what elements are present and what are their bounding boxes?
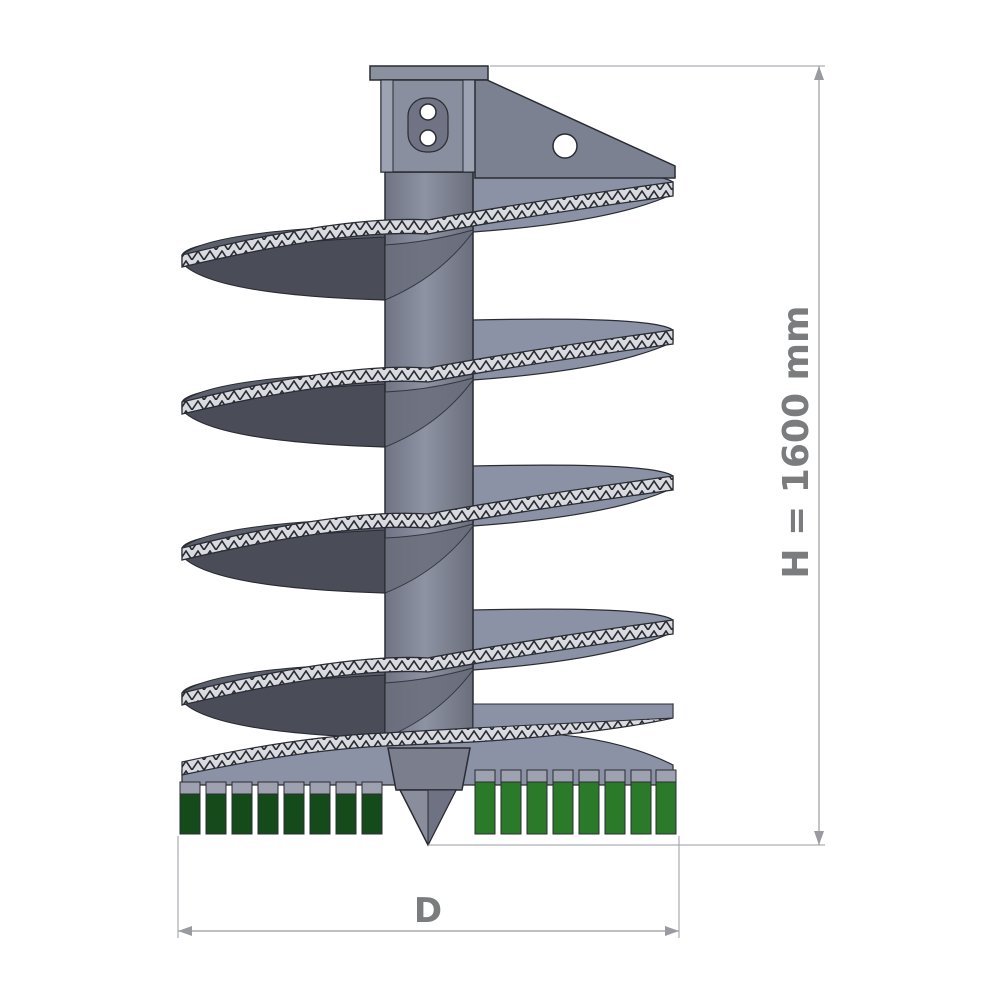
- cutting-tooth: [500, 769, 522, 835]
- cutting-tooth: [604, 769, 626, 835]
- flight-edge-serrated: [181, 181, 674, 301]
- kelly-box-connector: [369, 65, 676, 179]
- cutting-tooth: [335, 781, 357, 835]
- cutting-tooth: [526, 769, 548, 835]
- auger-flights-front: [181, 181, 674, 786]
- flight-edge-serrated: [181, 329, 674, 448]
- flight-edge-serrated: [181, 475, 674, 594]
- height-dimension-label: H = 1600 mm: [776, 305, 817, 578]
- pin-hole-lower: [419, 129, 437, 147]
- cutting-tooth: [578, 769, 600, 835]
- cutting-tooth: [205, 781, 227, 835]
- cutting-tooth: [257, 781, 279, 835]
- pin-hole-upper: [419, 103, 437, 121]
- flight-edge-serrated: [181, 619, 674, 739]
- cutting-tooth: [474, 769, 496, 835]
- cutting-tooth: [655, 769, 677, 835]
- side-bracket-plate: [474, 79, 676, 179]
- bracket-hole: [552, 133, 578, 159]
- diameter-dimension: D: [177, 836, 680, 938]
- cutting-tooth: [283, 781, 305, 835]
- cutting-tooth: [552, 769, 574, 835]
- pilot-bit: [387, 747, 471, 847]
- height-dimension: H = 1600 mm: [428, 65, 825, 846]
- diameter-dimension-label: D: [414, 891, 442, 931]
- cutting-teeth-row: [179, 769, 677, 835]
- cutting-tooth: [179, 781, 201, 835]
- cutting-tooth: [231, 781, 253, 835]
- cutting-tooth: [309, 781, 331, 835]
- cutting-tooth: [361, 781, 383, 835]
- cutting-tooth: [630, 769, 652, 835]
